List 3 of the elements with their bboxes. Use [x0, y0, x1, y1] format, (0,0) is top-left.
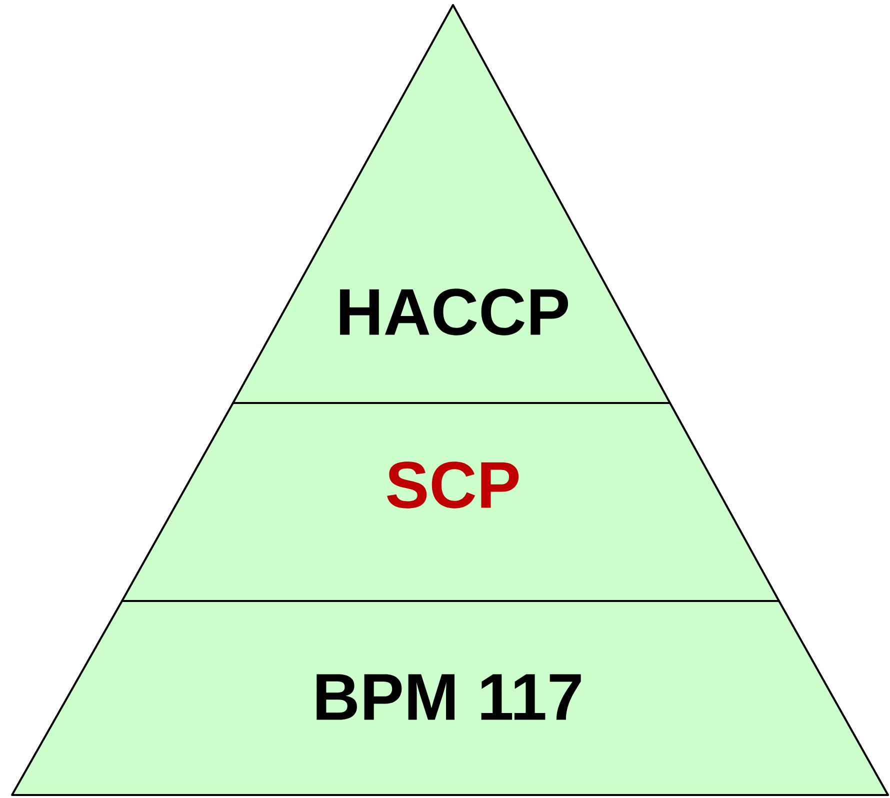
pyramid-tier: BPM 117	[11, 600, 890, 796]
pyramid-tier: SCP	[121, 402, 780, 602]
pyramid-tier: HACCP	[232, 4, 671, 404]
